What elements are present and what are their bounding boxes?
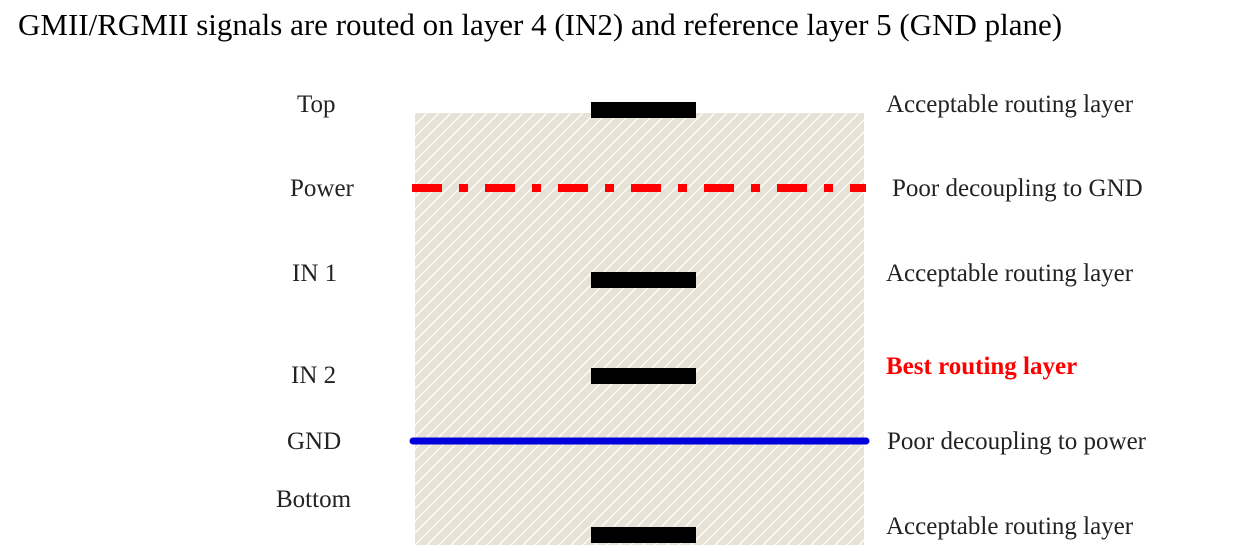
layer-note-in2: Best routing layer bbox=[886, 353, 1078, 380]
layer-name-top: Top bbox=[297, 91, 336, 118]
layer-note-top: Acceptable routing layer bbox=[886, 91, 1134, 118]
layer-note-bottom: Acceptable routing layer bbox=[886, 513, 1134, 540]
layer-note-gnd: Poor decoupling to power bbox=[887, 428, 1146, 455]
layer-name-in2: IN 2 bbox=[291, 362, 337, 389]
trace-in2 bbox=[591, 368, 696, 384]
pcb-dielectric-body bbox=[415, 113, 864, 545]
layer-note-in1: Acceptable routing layer bbox=[886, 260, 1134, 287]
diagram-title: GMII/RGMII signals are routed on layer 4… bbox=[18, 7, 1063, 42]
layer-name-gnd: GND bbox=[287, 428, 342, 455]
layer-name-power: Power bbox=[290, 175, 354, 202]
layer-note-power: Poor decoupling to GND bbox=[892, 175, 1143, 202]
trace-top bbox=[591, 102, 696, 118]
trace-bottom bbox=[591, 527, 696, 543]
layer-name-bottom: Bottom bbox=[276, 486, 352, 513]
trace-in1 bbox=[591, 272, 696, 288]
layer-name-in1: IN 1 bbox=[292, 260, 338, 287]
